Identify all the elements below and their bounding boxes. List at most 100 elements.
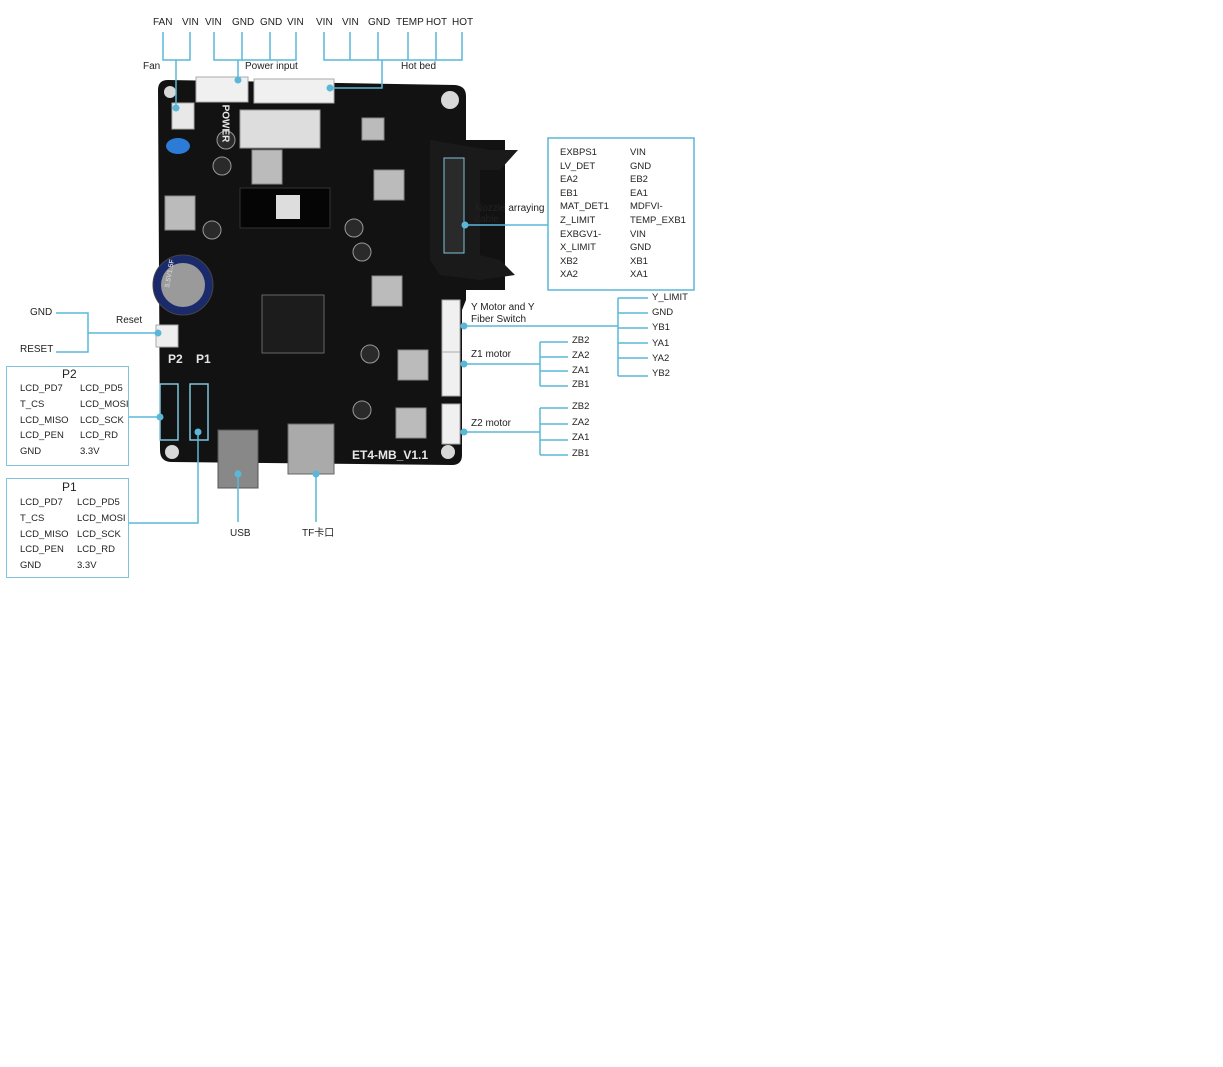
reset-connector bbox=[155, 324, 179, 348]
ymotor-label-line1: Y Motor and Y bbox=[471, 302, 535, 313]
p1-pin-right-4: LCD_RD bbox=[77, 544, 116, 556]
z1-pin-2: ZA2 bbox=[572, 349, 590, 361]
p1-pin-left-2: T_CS bbox=[20, 512, 45, 524]
hot-bed-label: Hot bed bbox=[401, 61, 437, 72]
hotbed-pin-1: VIN bbox=[316, 17, 333, 28]
power-silk: POWER bbox=[219, 104, 231, 143]
ymotor-pin-5: YA2 bbox=[652, 352, 670, 364]
nozzle-pin-left-2: LV_DET bbox=[560, 160, 596, 172]
nozzle-pin-right-10: XA1 bbox=[630, 269, 648, 281]
p2-pin-right-2: LCD_MOSI bbox=[80, 398, 129, 410]
p1-pin-right-1: LCD_PD5 bbox=[77, 497, 120, 508]
tf-label: TF卡口 bbox=[302, 528, 335, 539]
p2-title: P2 bbox=[62, 367, 77, 381]
reset-pin-gnd: GND bbox=[30, 307, 53, 318]
ymotor-pin-4: YA1 bbox=[652, 337, 670, 349]
nozzle-pin-left-5: MAT_DET1 bbox=[560, 201, 609, 213]
hotbed-pin-2: VIN bbox=[342, 17, 359, 28]
p2-pinout-box bbox=[6, 366, 129, 466]
nozzle-pin-right-9: XB1 bbox=[630, 255, 648, 267]
z2-motor-label: Z2 motor bbox=[471, 418, 512, 429]
right-connectors bbox=[441, 157, 465, 445]
p1-title: P1 bbox=[62, 480, 77, 494]
hotbed-pin-5: HOT bbox=[426, 17, 448, 28]
p1-pinout-box bbox=[6, 478, 129, 578]
ymotor-pin-3: YB1 bbox=[652, 322, 670, 334]
z2-pin-4: ZB1 bbox=[572, 447, 590, 459]
nozzle-pin-right-6: TEMP_EXB1 bbox=[630, 215, 686, 226]
p2-pin-left-3: LCD_MISO bbox=[20, 414, 69, 426]
hotbed-connector bbox=[253, 78, 335, 104]
hotbed-pin-6: HOT bbox=[452, 17, 474, 28]
z1-pin-3: ZA1 bbox=[572, 364, 590, 376]
nozzle-pin-right-8: GND bbox=[630, 242, 652, 254]
nozzle-pin-left-8: X_LIMIT bbox=[560, 242, 596, 254]
nozzle-pin-left-7: EXBGV1- bbox=[560, 228, 602, 240]
p1-pin-left-1: LCD_PD7 bbox=[20, 497, 63, 508]
fan-pin-2: VIN bbox=[182, 17, 199, 28]
ymotor-pin-6: YB2 bbox=[652, 368, 670, 379]
supercapacitor-top bbox=[161, 263, 205, 307]
z1-pin-4: ZB1 bbox=[572, 379, 590, 391]
fan-pin-1: FAN bbox=[153, 17, 173, 28]
ymotor-label-line2: Fiber Switch bbox=[471, 314, 527, 325]
p2-pin-right-4: LCD_RD bbox=[80, 430, 119, 442]
nozzle-pin-left-9: XB2 bbox=[560, 255, 578, 267]
nozzle-pin-left-4: EB1 bbox=[560, 187, 578, 199]
tf-slot bbox=[287, 423, 335, 475]
p1-pin-left-3: LCD_MISO bbox=[20, 528, 69, 540]
p2-pin-right-1: LCD_PD5 bbox=[80, 383, 123, 394]
p2-pin-left-4: LCD_PEN bbox=[20, 430, 64, 442]
reset-label: Reset bbox=[116, 315, 143, 326]
qr-code bbox=[276, 195, 300, 219]
nozzle-pin-left-10: XA2 bbox=[560, 269, 578, 281]
power-pin-2: GND bbox=[232, 17, 255, 28]
nozzle-pin-right-1: VIN bbox=[630, 147, 646, 158]
p1-pin-left-5: GND bbox=[20, 560, 42, 572]
p2-silk: P2 bbox=[168, 352, 183, 366]
p2-pin-right-5: 3.3V bbox=[80, 446, 100, 458]
nozzle-pin-right-2: GND bbox=[630, 160, 652, 172]
ymotor-pin-2: GND bbox=[652, 307, 674, 319]
nozzle-pin-left-1: EXBPS1 bbox=[560, 147, 597, 158]
mount-hole bbox=[441, 91, 459, 109]
reset-pin-reset: RESET bbox=[20, 344, 54, 355]
mount-hole bbox=[441, 445, 455, 459]
heatsinks bbox=[164, 117, 429, 439]
callout-dots bbox=[154, 76, 469, 478]
power-input-label: Power input bbox=[245, 61, 298, 72]
z1-pin-1: ZB2 bbox=[572, 335, 590, 346]
p1-pin-right-5: 3.3V bbox=[77, 560, 97, 572]
p1-pin-right-2: LCD_MOSI bbox=[77, 512, 126, 524]
nozzle-pin-left-6: Z_LIMIT bbox=[560, 215, 596, 226]
p1-pin-left-4: LCD_PEN bbox=[20, 544, 64, 556]
p1-header bbox=[189, 383, 209, 441]
nozzle-pin-right-3: EB2 bbox=[630, 174, 648, 186]
z2-pin-3: ZA1 bbox=[572, 432, 590, 444]
p2-pin-left-2: T_CS bbox=[20, 398, 45, 410]
mcu-chip bbox=[261, 294, 325, 354]
p2-header bbox=[159, 383, 179, 441]
fan-label: Fan bbox=[143, 61, 161, 72]
power-pin-1: VIN bbox=[205, 17, 222, 28]
ymotor-pin-1: Y_LIMIT bbox=[652, 292, 688, 303]
blue-capacitor bbox=[166, 138, 190, 154]
p1-pin-right-3: LCD_SCK bbox=[77, 528, 121, 540]
nozzle-label-line2: cable bbox=[475, 214, 499, 225]
p2-pin-left-1: LCD_PD7 bbox=[20, 383, 63, 394]
p2-pin-right-3: LCD_SCK bbox=[80, 414, 124, 426]
mount-hole bbox=[165, 445, 179, 459]
nozzle-label-line1: Nozzle arraying bbox=[475, 203, 545, 214]
nozzle-pin-right-5: MDFVI- bbox=[630, 201, 663, 213]
z2-pin-1: ZB2 bbox=[572, 401, 590, 412]
p2-pin-left-5: GND bbox=[20, 446, 42, 458]
z1-motor-label: Z1 motor bbox=[471, 349, 512, 360]
capacitors bbox=[202, 130, 380, 420]
fuse-holder bbox=[239, 109, 321, 149]
nozzle-pin-right-7: VIN bbox=[630, 228, 646, 240]
mount-hole bbox=[164, 86, 176, 98]
z2-pin-2: ZA2 bbox=[572, 416, 590, 428]
power-pin-4: VIN bbox=[287, 17, 304, 28]
hotbed-pin-4: TEMP bbox=[396, 17, 424, 28]
